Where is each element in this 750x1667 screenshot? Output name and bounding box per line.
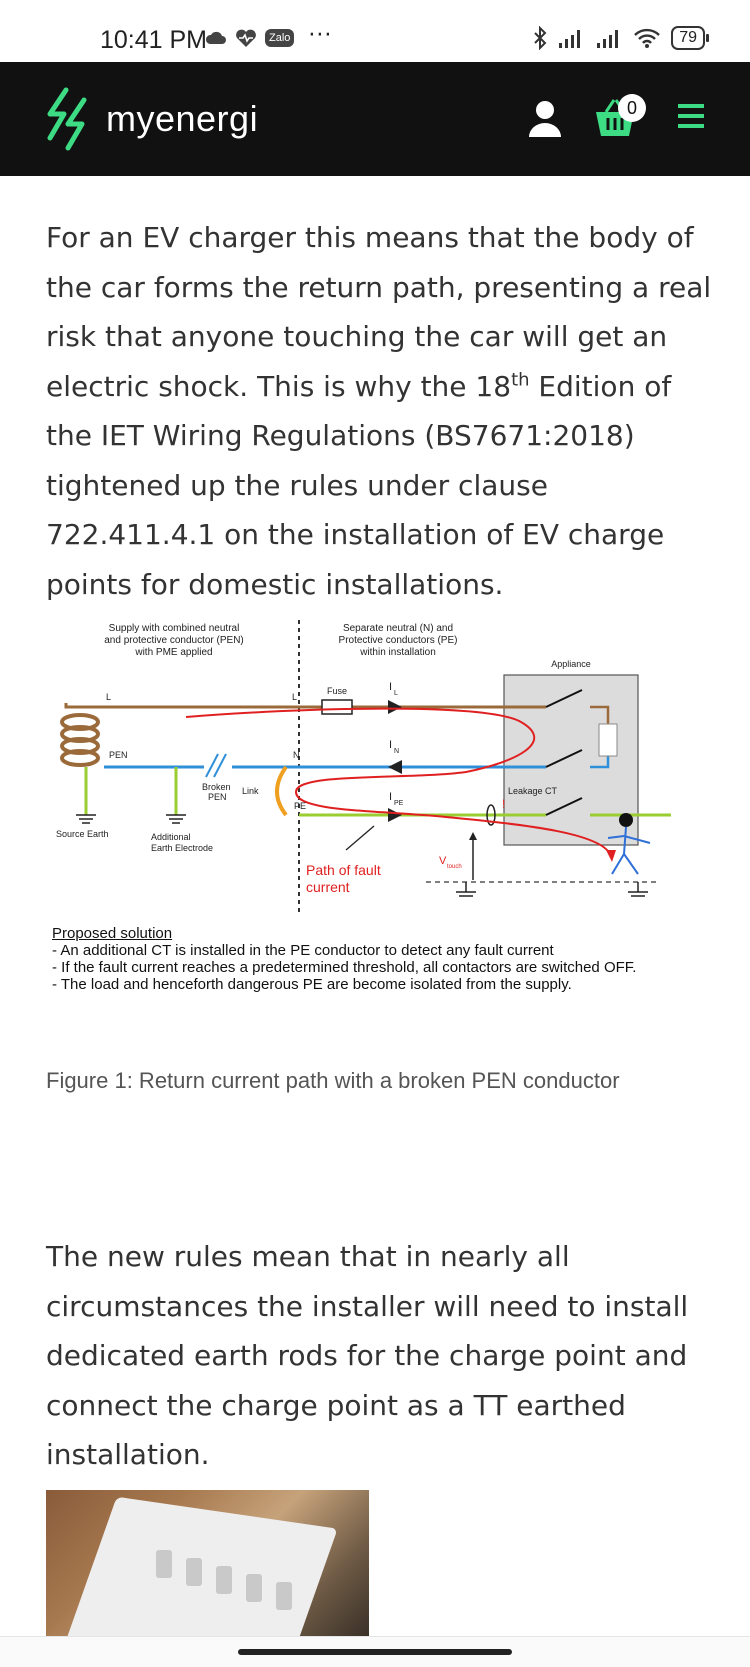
pen-label: PEN — [109, 750, 128, 760]
health-heart-icon — [236, 29, 256, 47]
fault-current-path — [185, 707, 612, 858]
leakage-ct-label: Leakage CT — [508, 786, 558, 796]
leakage-ct-mark: ! — [502, 797, 505, 811]
article-paragraph-1: For an EV charger this means that the bo… — [46, 213, 716, 609]
il-label: I — [389, 681, 392, 693]
n-mid-label: N — [293, 750, 300, 760]
broken-pen-label-2: PEN — [208, 792, 227, 802]
person-figure — [607, 813, 651, 875]
supply-label-1: Supply with combined neutral — [109, 623, 240, 634]
broken-pen-label-1: Broken — [202, 782, 231, 792]
site-header: myenergi 0 — [0, 62, 750, 176]
il-arrow — [388, 700, 402, 714]
broken-pen-mark — [205, 753, 227, 778]
pe-label: PE — [294, 801, 306, 811]
il-sub: L — [394, 690, 398, 697]
appliance-box — [503, 674, 639, 846]
link-label: Link — [242, 786, 259, 796]
signal-1-icon — [559, 30, 581, 48]
path-label-1: Path of fault — [306, 862, 381, 878]
charger-backplate-photo — [46, 1490, 369, 1636]
ipe-arrow — [388, 808, 402, 822]
fuse — [321, 699, 353, 715]
brand-logo[interactable]: myenergi — [44, 86, 258, 152]
status-bar: 10:41 PM Zalo ··· 79 — [0, 0, 750, 62]
home-gesture-handle[interactable] — [238, 1649, 512, 1655]
user-icon[interactable] — [528, 100, 562, 138]
hamburger-icon[interactable] — [676, 102, 706, 130]
in-sub: N — [394, 748, 399, 755]
status-system-icons: 79 — [533, 26, 709, 50]
solution-title: Proposed solution — [52, 925, 173, 942]
system-nav-bar — [0, 1636, 750, 1667]
ipe-label: I — [389, 791, 392, 803]
source-earth-label: Source Earth — [56, 829, 109, 839]
additional-earth-label-2: Earth Electrode — [151, 843, 213, 853]
wifi-icon — [634, 28, 661, 48]
zalo-icon: Zalo — [265, 29, 295, 47]
fuse-label: Fuse — [327, 686, 347, 696]
vtouch-label: V — [439, 855, 447, 867]
paragraph-1-superscript: th — [511, 369, 530, 391]
in-label: I — [389, 739, 392, 751]
paragraph-1-text-a: For an EV charger this means that the bo… — [46, 221, 712, 403]
leakage-ct — [486, 804, 496, 826]
l-left-label: L — [106, 692, 111, 702]
solution-item-2: - If the fault current reaches a predete… — [52, 959, 637, 976]
myenergi-logo-icon — [47, 87, 87, 151]
appliance-load — [598, 723, 618, 757]
separate-label-1: Separate neutral (N) and — [343, 623, 453, 634]
brand-name: myenergi — [106, 98, 259, 139]
path-label-2: current — [306, 879, 350, 895]
l-mid-label: L — [292, 692, 297, 702]
more-notifications-icon: ··· — [308, 22, 333, 48]
pen-earth-lead — [84, 767, 178, 815]
additional-earth-label-1: Additional — [151, 832, 191, 842]
ipe-sub: PE — [394, 800, 404, 807]
article-paragraph-2: The new rules mean that in nearly all ci… — [46, 1240, 689, 1471]
supply-label-2: and protective conductor (PEN) — [104, 635, 244, 646]
solution-item-1: - An additional CT is installed in the P… — [52, 942, 554, 959]
link-wire — [275, 765, 288, 817]
supply-label-3: with PME applied — [134, 647, 212, 658]
cart-count-badge: 0 — [618, 94, 646, 122]
transformer-coil — [60, 713, 100, 767]
battery-icon: 79 — [671, 26, 709, 50]
separate-label-3: within installation — [359, 647, 436, 658]
figure-caption: Figure 1: Return current path with a bro… — [46, 1068, 620, 1093]
cloud-icon — [205, 31, 226, 44]
fault-arrow-head — [606, 850, 616, 862]
pen-fault-diagram: Supply with combined neutral and protect… — [56, 620, 671, 912]
live-conductor — [64, 703, 504, 709]
proposed-solution: Proposed solution - An additional CT is … — [52, 925, 636, 993]
paragraph-1-text-b: Edition of the IET Wiring Regulations (B… — [46, 369, 672, 601]
bluetooth-icon — [534, 26, 547, 50]
fault-pointer — [345, 825, 375, 851]
status-notification-icons: Zalo ··· — [205, 23, 332, 48]
in-arrow — [388, 760, 402, 774]
vtouch-sub: touch — [447, 864, 462, 870]
appliance-label: Appliance — [551, 659, 591, 669]
separate-label-2: Protective conductors (PE) — [339, 635, 458, 646]
status-time: 10:41 PM — [100, 26, 208, 54]
signal-2-icon — [597, 30, 619, 48]
solution-item-3: - The load and henceforth dangerous PE a… — [52, 976, 572, 993]
